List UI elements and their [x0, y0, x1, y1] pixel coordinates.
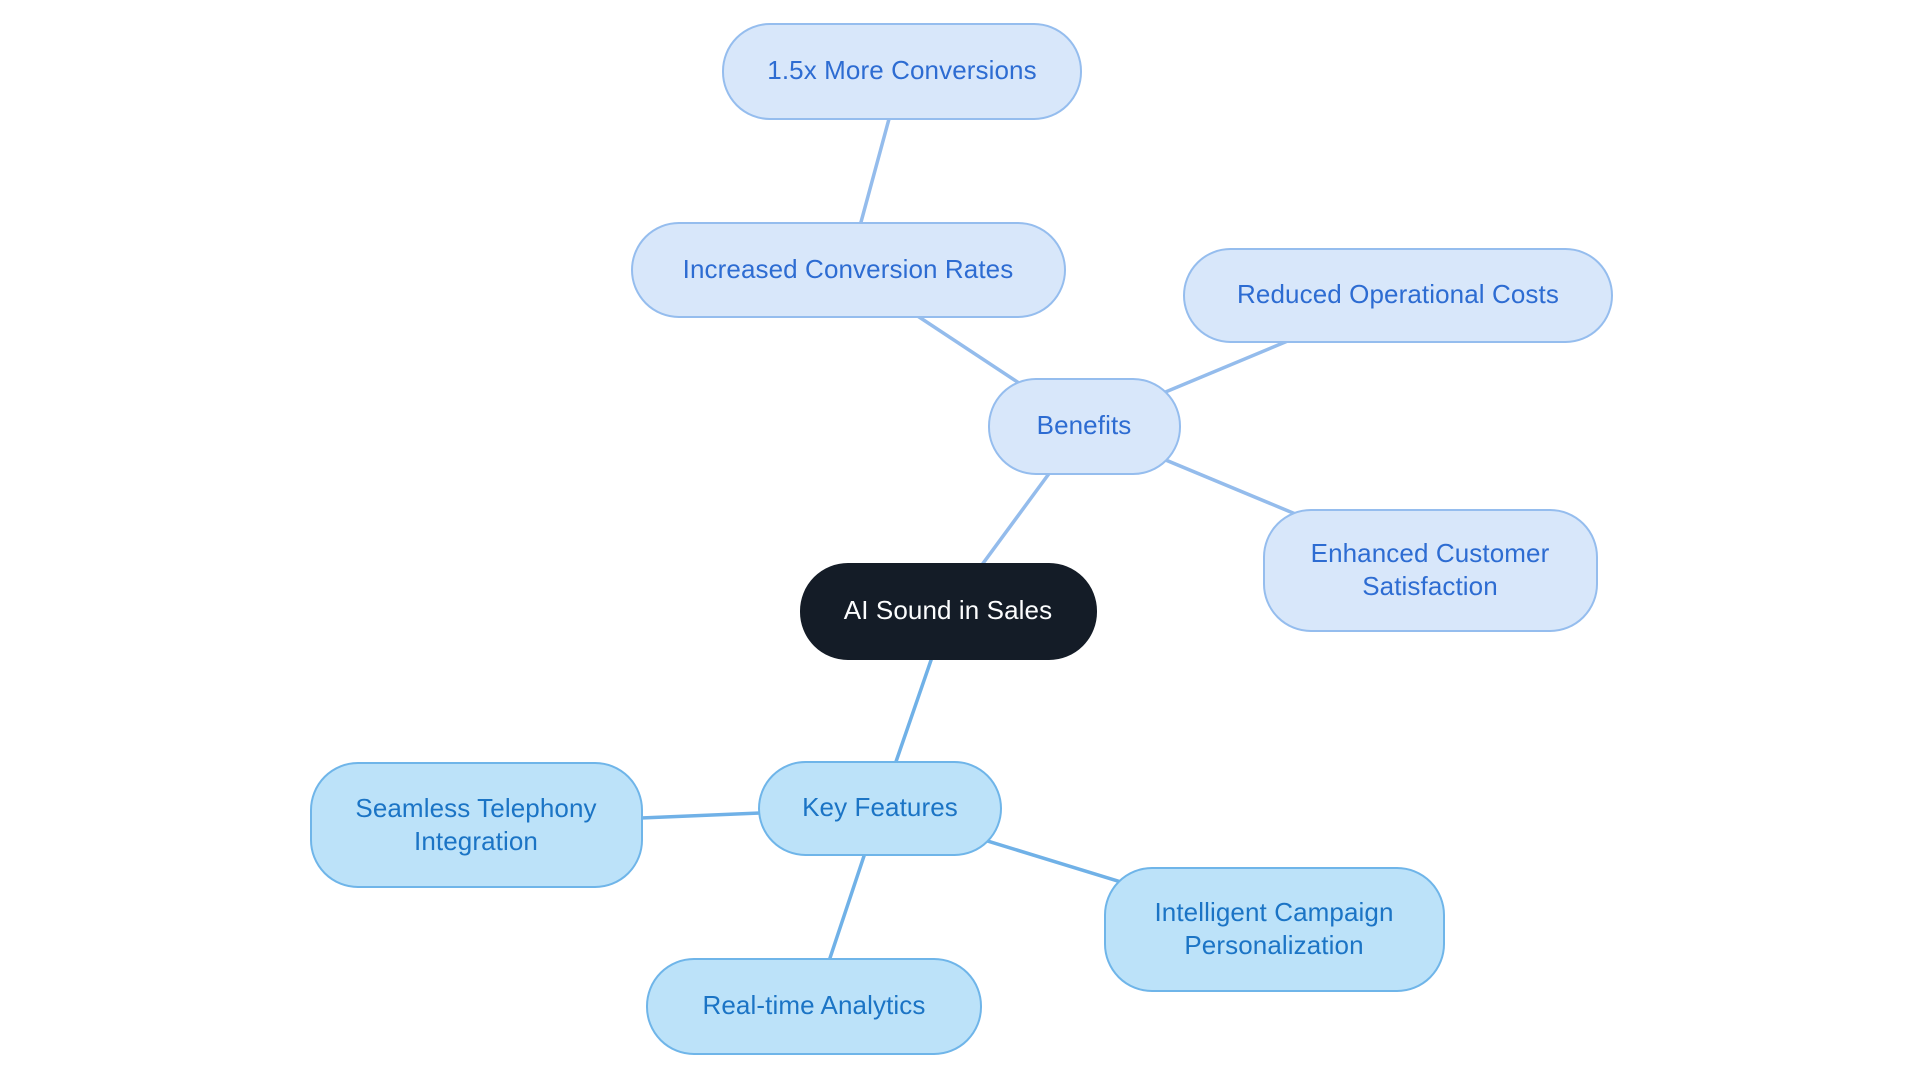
mindmap-node-more_conversions[interactable]: 1.5x More Conversions: [722, 22, 1082, 120]
mindmap-node-benefits[interactable]: Benefits: [987, 377, 1181, 475]
node-label: Intelligent Campaign Personalization: [1154, 896, 1394, 960]
mindmap-node-root[interactable]: AI Sound in Sales: [799, 562, 1097, 660]
mindmap-node-personalization[interactable]: Intelligent Campaign Personalization: [1103, 866, 1445, 992]
mindmap-node-customer_satisfaction[interactable]: Enhanced Customer Satisfaction: [1262, 508, 1598, 632]
node-label: Key Features: [802, 792, 958, 823]
mindmap-node-analytics[interactable]: Real-time Analytics: [646, 957, 982, 1055]
mindmap-node-telephony[interactable]: Seamless Telephony Integration: [309, 762, 643, 888]
node-label: Real-time Analytics: [702, 990, 926, 1021]
node-label: Enhanced Customer Satisfaction: [1310, 537, 1550, 601]
node-label: Increased Conversion Rates: [682, 254, 1014, 285]
node-label: AI Sound in Sales: [843, 595, 1053, 626]
node-label: Benefits: [1036, 410, 1132, 441]
mindmap-node-increased_conversion[interactable]: Increased Conversion Rates: [630, 222, 1066, 318]
mindmap-node-key_features[interactable]: Key Features: [758, 760, 1002, 856]
node-label: 1.5x More Conversions: [767, 55, 1037, 86]
mindmap-node-reduced_costs[interactable]: Reduced Operational Costs: [1183, 247, 1613, 343]
node-label: Reduced Operational Costs: [1237, 279, 1559, 310]
node-label: Seamless Telephony Integration: [355, 792, 597, 856]
